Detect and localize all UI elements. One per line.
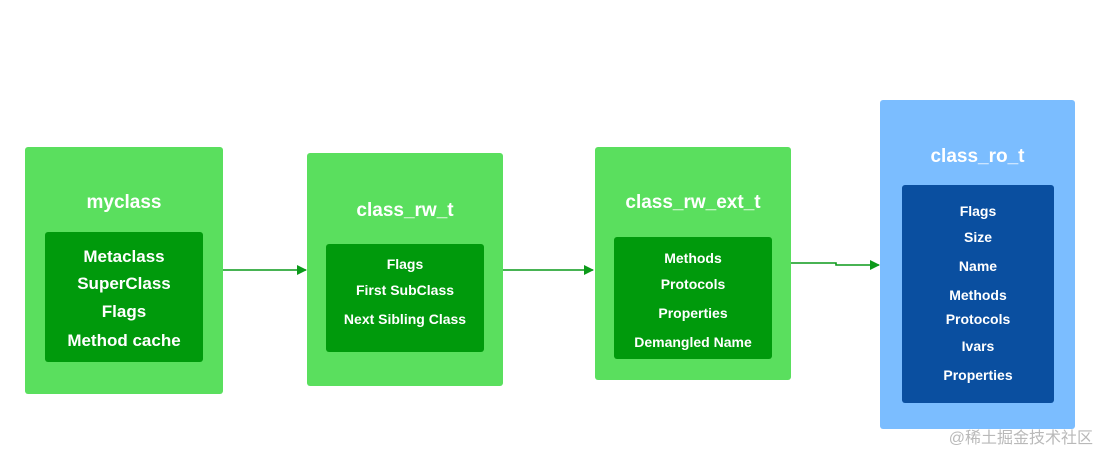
node-title: class_rw_t [356,200,454,221]
field-superclass: SuperClass [77,274,171,293]
watermark: @稀土掘金技术社区 [948,430,1093,447]
field-method-cache: Method cache [67,331,181,350]
field-methods: Methods [949,287,1007,303]
field-properties: Properties [943,367,1013,383]
node-fields-panel: Flags Size Name Methods Protocols Ivars … [902,185,1054,403]
node-fields-panel: Methods Protocols Properties Demangled N… [614,237,772,359]
field-properties: Properties [658,305,728,321]
node-class-rw-t: class_rw_t Flags First SubClass Next Sib… [307,153,503,386]
field-metaclass: Metaclass [83,247,165,266]
node-title: myclass [86,192,162,213]
node-title: class_rw_ext_t [625,192,761,213]
field-ivars: Ivars [961,338,995,354]
node-fields-panel: Flags First SubClass Next Sibling Class [326,244,484,352]
field-flags: Flags [959,203,997,219]
field-protocols: Protocols [660,276,726,292]
edge-class-rw-ext-t-to-class-ro-t [791,260,880,270]
field-methods: Methods [664,250,722,266]
field-name: Name [958,258,998,274]
field-next-sibling-class: Next Sibling Class [343,311,467,327]
node-fields-panel: Metaclass SuperClass Flags Method cache [45,232,203,362]
node-title: class_ro_t [930,146,1025,167]
field-first-subclass: First SubClass [355,282,455,298]
node-myclass: myclass Metaclass SuperClass Flags Metho… [25,147,223,394]
node-class-rw-ext-t: class_rw_ext_t Methods Protocols Propert… [595,147,791,380]
field-protocols: Protocols [945,311,1011,327]
field-flags: Flags [101,302,147,321]
field-size: Size [963,229,992,245]
field-flags: Flags [386,256,424,272]
field-demangled-name: Demangled Name [634,334,752,350]
node-class-ro-t: class_ro_t Flags Size Name Methods Proto… [880,100,1075,429]
